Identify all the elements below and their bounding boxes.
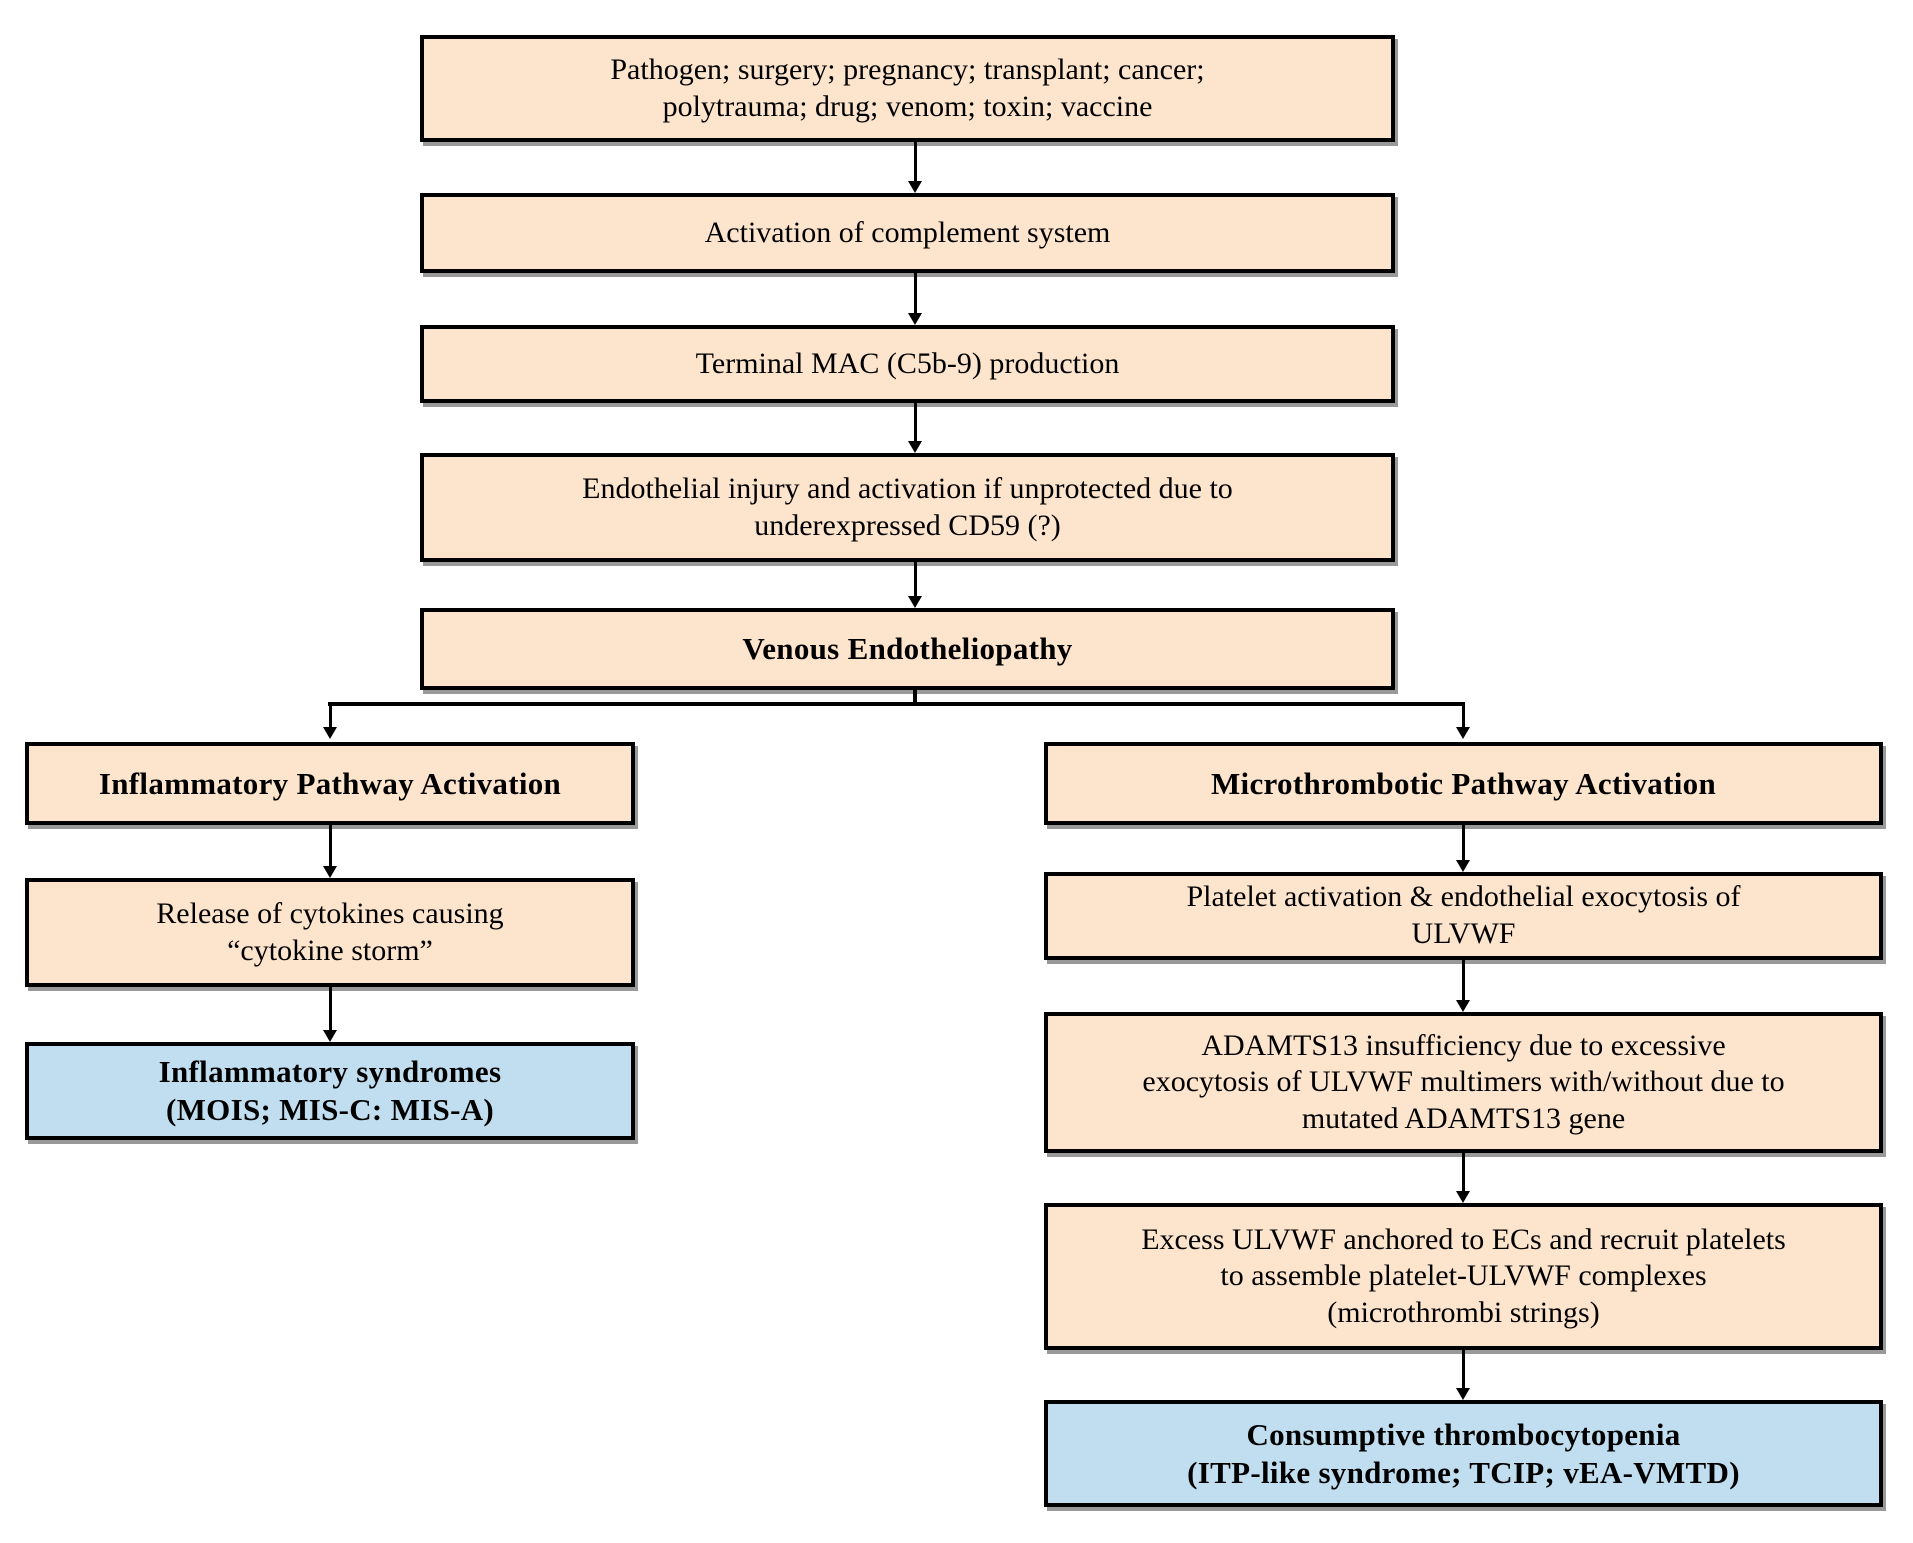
flow-box-text-line: polytrauma; drug; venom; toxin; vaccine (662, 89, 1153, 123)
flow-box-text-line: Endothelial injury and activation if unp… (582, 471, 1233, 505)
arrow-shaft (1461, 1350, 1465, 1388)
flow-box-platelet-activation: Platelet activation & endothelial exocyt… (1044, 872, 1883, 960)
flow-box-inflammatory-pathway: Inflammatory Pathway Activation (25, 742, 635, 825)
flow-box-text-line: ADAMTS13 insufficiency due to excessive (1201, 1028, 1726, 1062)
down-arrow (323, 987, 337, 1042)
arrow-shaft (913, 273, 917, 313)
arrow-shaft (328, 706, 332, 727)
flow-box-complement-activation: Activation of complement system (420, 193, 1395, 273)
arrow-head-icon (323, 1030, 337, 1042)
branch-arrow-right (1456, 706, 1470, 739)
flow-box-text-line: Consumptive thrombocytopenia (1246, 1416, 1681, 1452)
branch-connector-bar (328, 702, 1465, 706)
flow-box-text-line: exocytosis of ULVWF multimers with/witho… (1142, 1065, 1785, 1099)
flow-box-text-line: Venous Endotheliopathy (742, 631, 1073, 667)
flow-box-excess-ulvwf: Excess ULVWF anchored to ECs and recruit… (1044, 1203, 1883, 1350)
flow-box-venous-endotheliopathy: Venous Endotheliopathy (420, 608, 1395, 690)
flow-box-adamts13-insufficiency: ADAMTS13 insufficiency due to excessive … (1044, 1012, 1883, 1153)
arrow-shaft (328, 987, 332, 1030)
arrow-shaft (913, 562, 917, 596)
flow-box-text-line: Terminal MAC (C5b-9) production (695, 346, 1120, 380)
down-arrow (1456, 1350, 1470, 1400)
flow-box-text-line: Pathogen; surgery; pregnancy; transplant… (610, 52, 1205, 86)
down-arrow (1456, 825, 1470, 872)
flow-box-terminal-mac: Terminal MAC (C5b-9) production (420, 325, 1395, 403)
arrow-head-icon (323, 727, 337, 739)
arrow-shaft (1461, 825, 1465, 860)
arrow-head-icon (1456, 1388, 1470, 1400)
flow-box-text-line: Excess ULVWF anchored to ECs and recruit… (1141, 1222, 1786, 1256)
flow-box-text-line: Inflammatory syndromes (158, 1054, 502, 1090)
down-arrow (1456, 960, 1470, 1012)
flow-box-text-line: Inflammatory Pathway Activation (98, 765, 562, 801)
down-arrow (908, 142, 922, 193)
flow-box-text-line: underexpressed CD59 (?) (754, 508, 1061, 542)
arrow-head-icon (1456, 1191, 1470, 1203)
flow-box-text-line: (ITP-like syndrome; TCIP; vEA-VMTD) (1187, 1454, 1740, 1490)
arrow-head-icon (908, 441, 922, 453)
arrow-shaft (913, 142, 917, 181)
flow-box-text-line: Release of cytokines causing (156, 896, 504, 930)
arrow-head-icon (1456, 860, 1470, 872)
flow-box-text-line: (MOIS; MIS-C: MIS-A) (165, 1092, 495, 1127)
arrow-shaft (1461, 706, 1465, 727)
flow-box-microthrombotic-pathway: Microthrombotic Pathway Activation (1044, 742, 1883, 825)
down-arrow (323, 825, 337, 878)
arrow-head-icon (908, 313, 922, 325)
arrow-head-icon (1456, 727, 1470, 739)
flow-box-consumptive-thrombocytopenia: Consumptive thrombocytopenia (ITP-like s… (1044, 1400, 1883, 1507)
arrow-head-icon (908, 596, 922, 608)
down-arrow (908, 562, 922, 608)
flow-box-text-line: mutated ADAMTS13 gene (1301, 1101, 1626, 1135)
down-arrow (908, 273, 922, 325)
branch-connector-stem (913, 690, 917, 706)
flow-box-text-line: to assemble platelet-ULVWF complexes (1220, 1259, 1707, 1293)
down-arrow (1456, 1153, 1470, 1203)
flow-box-text-line: Platelet activation & endothelial exocyt… (1186, 880, 1741, 914)
flow-box-inflammatory-syndromes: Inflammatory syndromes (MOIS; MIS-C: MIS… (25, 1042, 635, 1140)
flow-box-text-line: “cytokine storm” (227, 933, 433, 967)
arrow-head-icon (323, 866, 337, 878)
arrow-shaft (1461, 960, 1465, 1000)
flow-box-causes: Pathogen; surgery; pregnancy; transplant… (420, 35, 1395, 142)
flow-box-endothelial-injury: Endothelial injury and activation if unp… (420, 453, 1395, 562)
arrow-shaft (328, 825, 332, 866)
flow-box-text-line: Microthrombotic Pathway Activation (1211, 765, 1716, 801)
flow-box-text-line: Activation of complement system (704, 215, 1111, 249)
arrow-head-icon (1456, 1000, 1470, 1012)
flow-box-text-line: (microthrombi strings) (1327, 1295, 1600, 1329)
arrow-shaft (913, 403, 917, 441)
down-arrow (908, 403, 922, 453)
branch-arrow-left (323, 706, 337, 739)
flow-box-cytokine-release: Release of cytokines causing “cytokine s… (25, 878, 635, 987)
flow-box-text-line: ULVWF (1411, 917, 1516, 950)
arrow-head-icon (908, 181, 922, 193)
arrow-shaft (1461, 1153, 1465, 1191)
